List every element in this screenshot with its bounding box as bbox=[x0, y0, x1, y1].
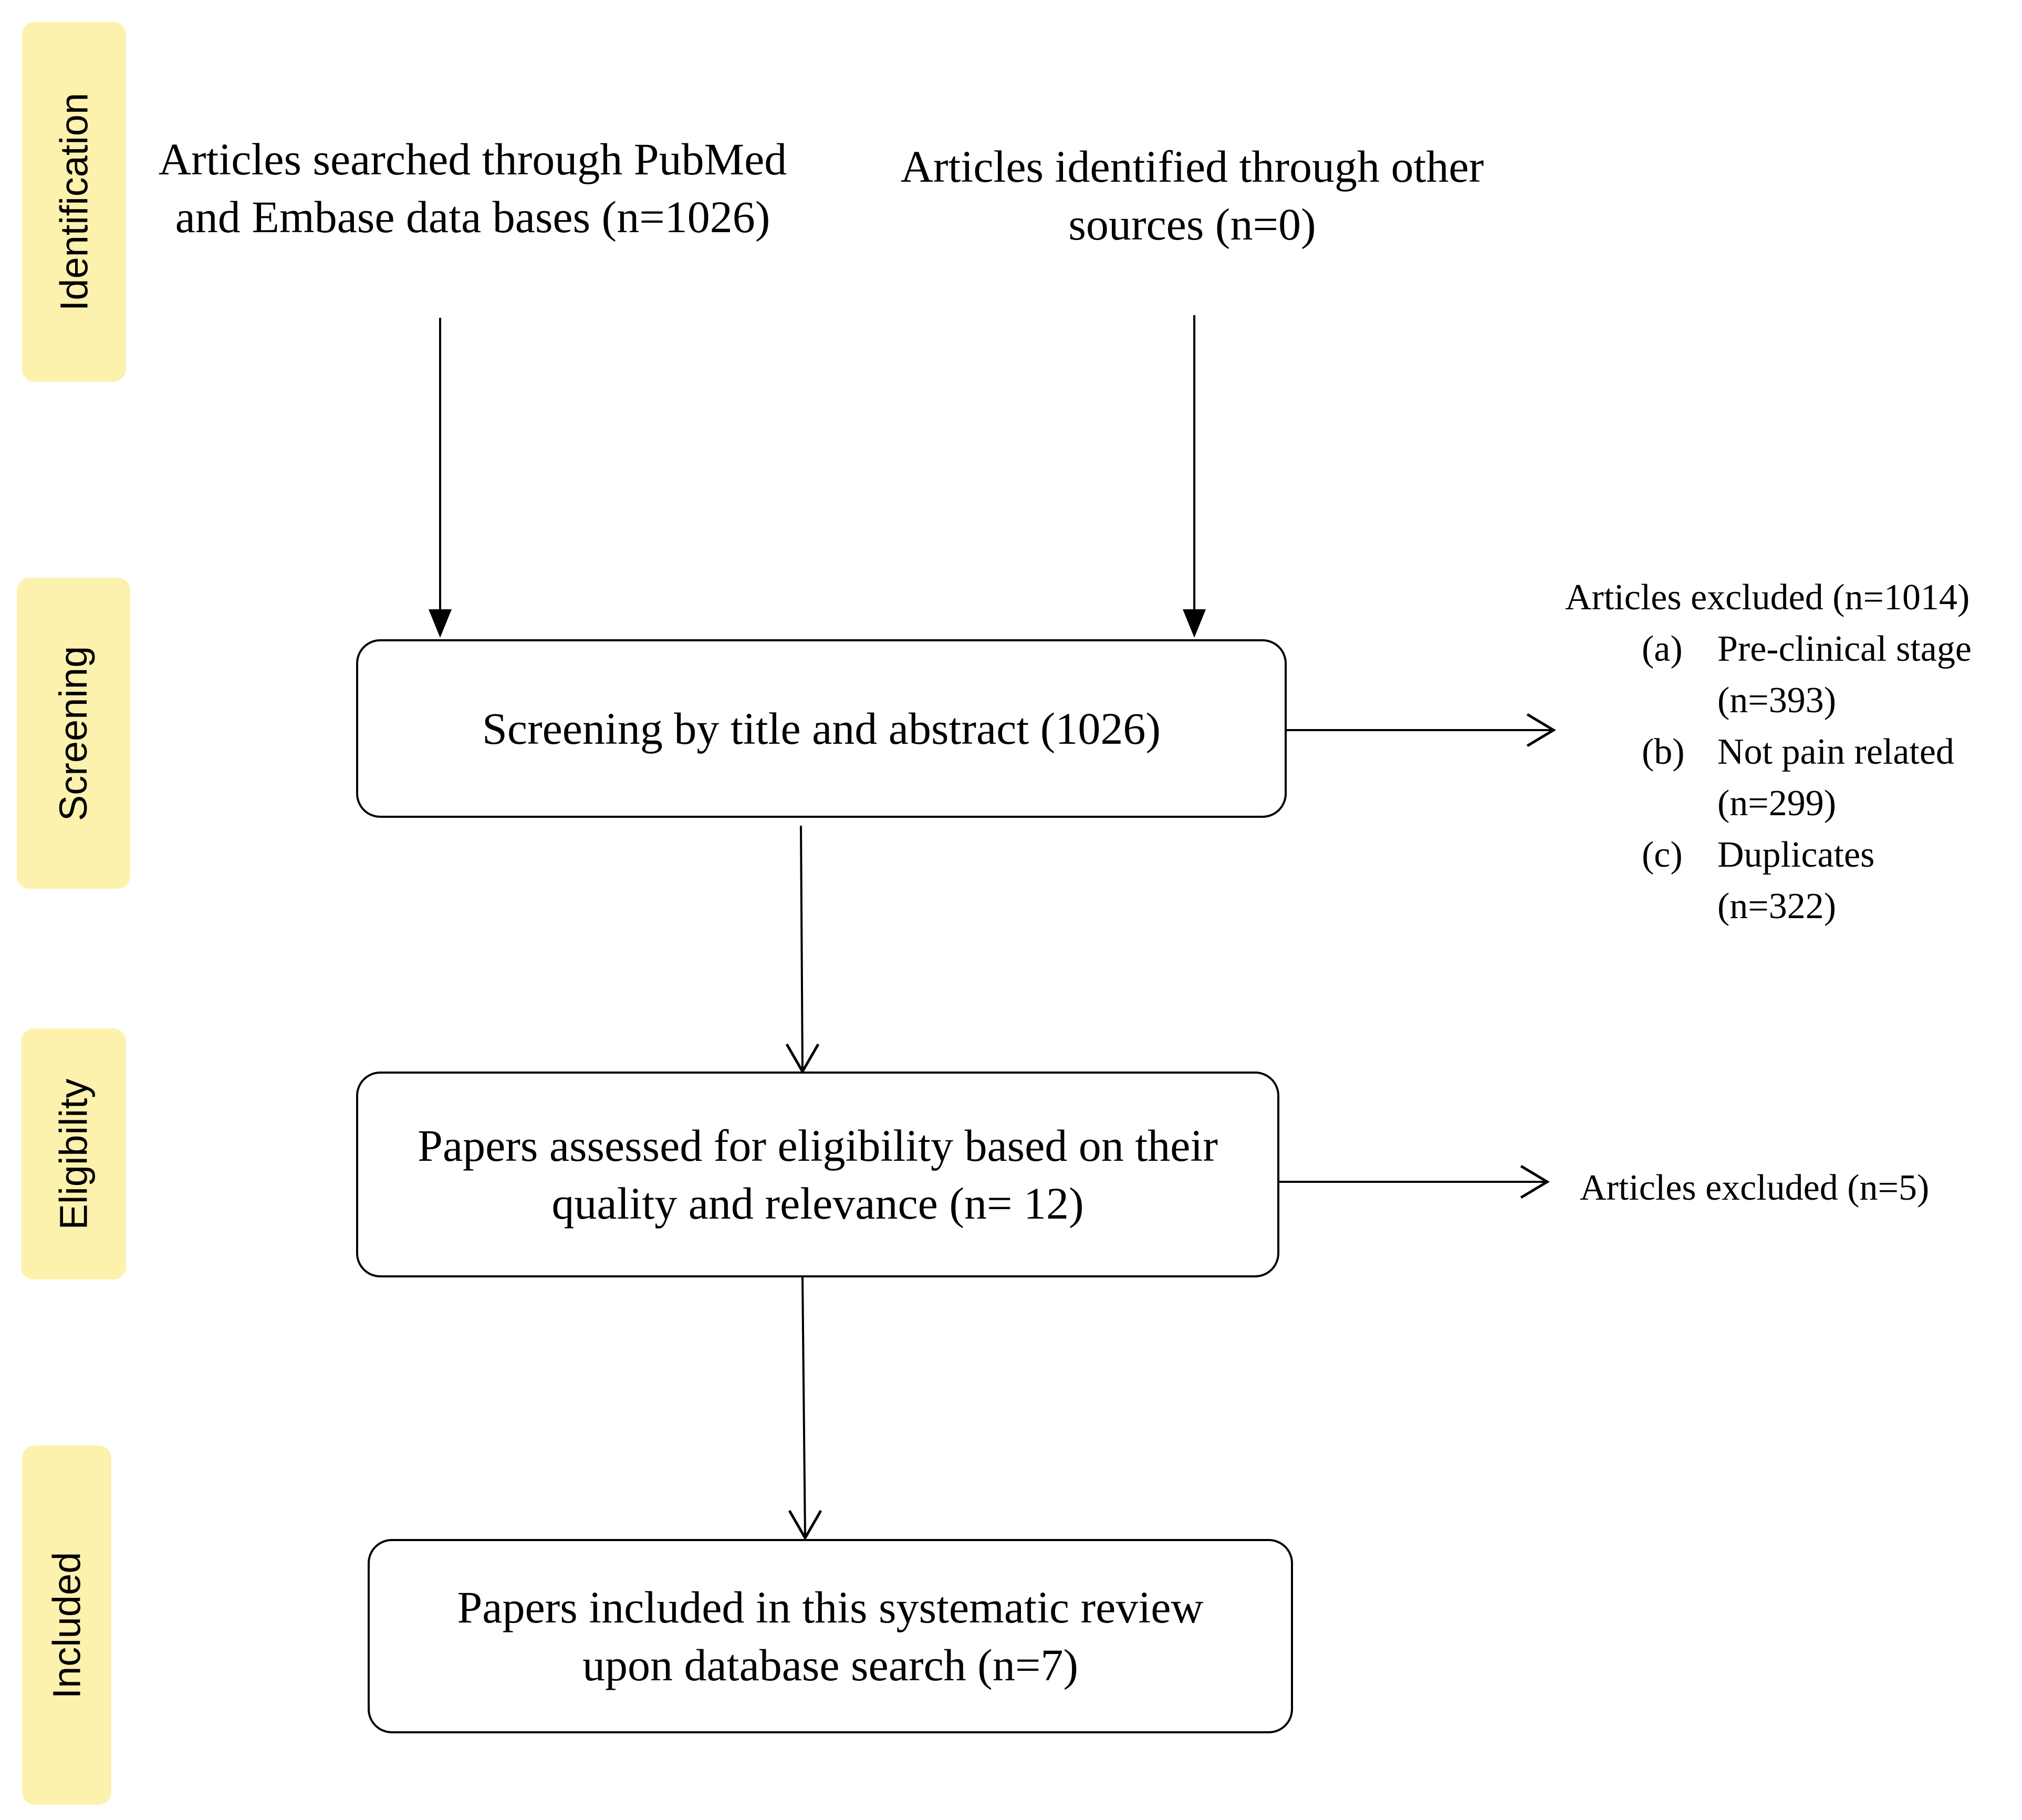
arrow-databases-head bbox=[429, 609, 452, 638]
phase-screening: Screening bbox=[17, 578, 130, 889]
screening-box: Screening by title and abstract (1026) bbox=[356, 639, 1287, 818]
eligibility-box: Papers assessed for eligibility based on… bbox=[356, 1072, 1279, 1277]
screening-box-text: Screening by title and abstract (1026) bbox=[482, 703, 1161, 754]
arrow-other-head bbox=[1183, 609, 1206, 638]
source-other-line2: sources (n=0) bbox=[1068, 199, 1316, 249]
arrow-eligibility-to-included bbox=[801, 1277, 806, 1538]
exclusion-c-label: Duplicates bbox=[1717, 835, 1875, 875]
exclusion-a-marker: (a) bbox=[1642, 629, 1683, 669]
source-databases: Articles searched through PubMed and Emb… bbox=[116, 130, 830, 246]
source-other-line1: Articles identified through other bbox=[900, 141, 1484, 192]
arrow-screening-to-eligibility bbox=[800, 825, 804, 1072]
phase-included: Included bbox=[22, 1445, 111, 1805]
included-box: Papers included in this systematic revie… bbox=[368, 1539, 1293, 1733]
eligibility-box-line2: quality and relevance (n= 12) bbox=[551, 1178, 1084, 1229]
eligibility-box-line1: Papers assessed for eligibility based on… bbox=[418, 1120, 1218, 1171]
exclusion-b-marker: (b) bbox=[1642, 732, 1685, 772]
phase-eligibility: Eligibility bbox=[21, 1028, 126, 1280]
exclusion-c-marker: (c) bbox=[1642, 835, 1683, 875]
source-databases-line2: and Embase data bases (n=1026) bbox=[175, 192, 770, 242]
eligibility-exclusion-label: Articles excluded (n=5) bbox=[1580, 1168, 1930, 1208]
source-databases-line1: Articles searched through PubMed bbox=[158, 134, 787, 184]
exclusion-b-label: Not pain related bbox=[1717, 732, 1954, 772]
included-box-line2: upon database search (n=7) bbox=[582, 1640, 1078, 1690]
arrow-eligibility-exclusion-head bbox=[1520, 1164, 1550, 1199]
exclusion-c-count: (n=322) bbox=[1717, 886, 1837, 927]
exclusion-a-count: (n=393) bbox=[1717, 680, 1837, 721]
source-other: Articles identified through other source… bbox=[851, 138, 1534, 253]
included-box-line1: Papers included in this systematic revie… bbox=[457, 1582, 1204, 1632]
screening-exclusions-heading: Articles excluded (n=1014) bbox=[1565, 577, 1970, 618]
eligibility-exclusion: Articles excluded (n=5) bbox=[1580, 1162, 2000, 1220]
phase-identification: Identification bbox=[22, 22, 126, 382]
arrow-screening-exclusions-head bbox=[1526, 713, 1556, 747]
arrow-eligibility-included-head bbox=[788, 1510, 822, 1541]
exclusion-a-label: Pre-clinical stage bbox=[1717, 629, 1972, 669]
exclusion-b-count: (n=299) bbox=[1717, 783, 1837, 824]
arrow-screening-eligibility-head bbox=[785, 1043, 820, 1075]
screening-exclusions: Articles excluded (n=1014) (a) Pre-clini… bbox=[1565, 571, 2011, 939]
